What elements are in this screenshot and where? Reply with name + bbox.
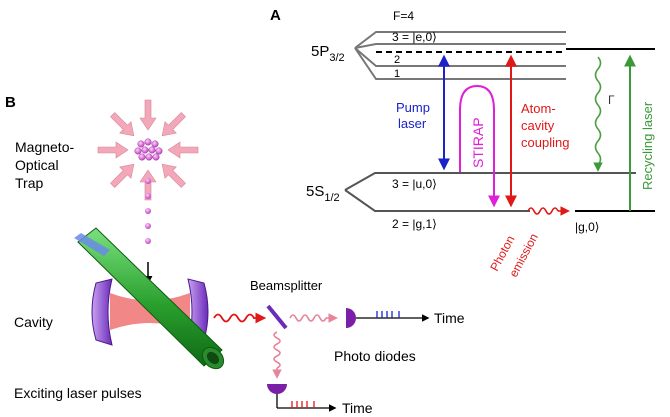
mot-beam-arrow	[139, 169, 157, 201]
state-g0-label: |g,0⟩	[575, 220, 599, 234]
sublevel-1-label: 1	[394, 68, 400, 80]
photon-emission-wave	[527, 207, 559, 215]
reflected-photon-wave	[273, 331, 281, 369]
atom-cavity-label-1: Atom-	[521, 101, 556, 116]
state-g1-label: 2 = |g,1⟩	[392, 217, 437, 231]
mot-label-3: Trap	[15, 175, 43, 191]
atom-cavity-label-3: coupling	[521, 135, 569, 150]
laser-pulse-blue	[74, 233, 110, 256]
p32-fan-line	[354, 47, 566, 80]
mot-beam-arrow	[110, 163, 135, 188]
falling-atom	[145, 208, 151, 214]
atom	[134, 147, 142, 155]
falling-atom	[145, 223, 151, 229]
cavity-mirror-left	[91, 278, 113, 346]
falling-atom	[145, 193, 151, 199]
p32-fan-line	[354, 47, 566, 67]
pump-laser-label-2: laser	[398, 116, 427, 131]
photodiodes-label: Photo diodes	[334, 348, 416, 364]
cavity-label: Cavity	[14, 314, 53, 330]
recycling-laser-label: Recycling laser	[640, 101, 655, 190]
beamsplitter-label: Beamsplitter	[250, 278, 323, 293]
photodiode-2-icon	[267, 384, 287, 394]
mot-label-1: Magneto-	[15, 139, 74, 155]
s12-fan-line	[344, 172, 636, 191]
state-u0-label: 3 = |u,0⟩	[392, 177, 437, 191]
time-label-1: Time	[434, 310, 465, 326]
f4-label: F=4	[393, 9, 414, 23]
falling-atoms	[145, 178, 151, 244]
s12-fan-line	[344, 189, 530, 212]
s12-manifold	[344, 172, 636, 212]
beamsplitter	[266, 304, 288, 330]
p32-fan-line	[354, 43, 566, 49]
atom	[137, 140, 145, 148]
mot-beam-arrow	[161, 112, 186, 137]
atom-cloud	[134, 138, 163, 161]
mot-beam-arrow	[97, 141, 129, 159]
atom	[138, 153, 146, 161]
p32-label-main: 5P	[311, 43, 329, 60]
s12-label: 5S1/2	[306, 183, 340, 204]
p32-label-sub: 3/2	[329, 52, 344, 64]
mot-beam-arrow	[161, 163, 186, 188]
p32-fan-line	[354, 31, 566, 49]
atom-cavity-label-2: cavity	[521, 118, 555, 133]
gamma-decay-wave	[594, 56, 602, 166]
atom	[141, 146, 149, 154]
p32-manifold	[354, 31, 566, 80]
laser-tube-end-inner	[206, 351, 220, 365]
mot-beam-arrow	[110, 112, 135, 137]
s12-label-main: 5S	[306, 183, 324, 200]
mot-beams	[97, 99, 199, 201]
falling-atom	[145, 178, 151, 184]
panel-label-a: A	[270, 7, 281, 24]
gamma-label: Γ	[608, 93, 615, 107]
mot-beam-arrow	[167, 141, 199, 159]
time-label-2: Time	[342, 400, 373, 416]
pump-laser-label-1: Pump	[396, 100, 430, 115]
exciting-laser-label: Exciting laser pulses	[14, 385, 142, 401]
exciting-laser-tube	[77, 227, 223, 367]
s12-label-sub: 1/2	[324, 192, 339, 204]
sublevel-2-label: 2	[394, 54, 400, 66]
photodiode-2-ticks	[291, 401, 315, 408]
atom	[155, 147, 163, 155]
stirap-label: STIRAP	[470, 117, 486, 168]
panel-label-b: B	[5, 94, 16, 111]
stirap-arrow	[459, 84, 500, 208]
photodiode-1-ticks	[376, 311, 400, 318]
mot-beam-arrow	[139, 99, 157, 131]
output-photon-wave	[213, 313, 255, 323]
atom	[148, 146, 156, 154]
cavity-assembly	[74, 227, 225, 370]
atom	[151, 140, 159, 148]
transmitted-photon-wave	[289, 314, 327, 322]
mot-label-2: Optical	[15, 157, 59, 173]
atom	[145, 153, 153, 161]
atom	[152, 153, 160, 161]
p32-label: 5P3/2	[311, 43, 345, 64]
falling-atom	[145, 238, 151, 244]
photodiode-1-icon	[346, 308, 356, 328]
atom	[144, 138, 152, 146]
state-e0-label: 3 = |e,0⟩	[392, 30, 437, 44]
